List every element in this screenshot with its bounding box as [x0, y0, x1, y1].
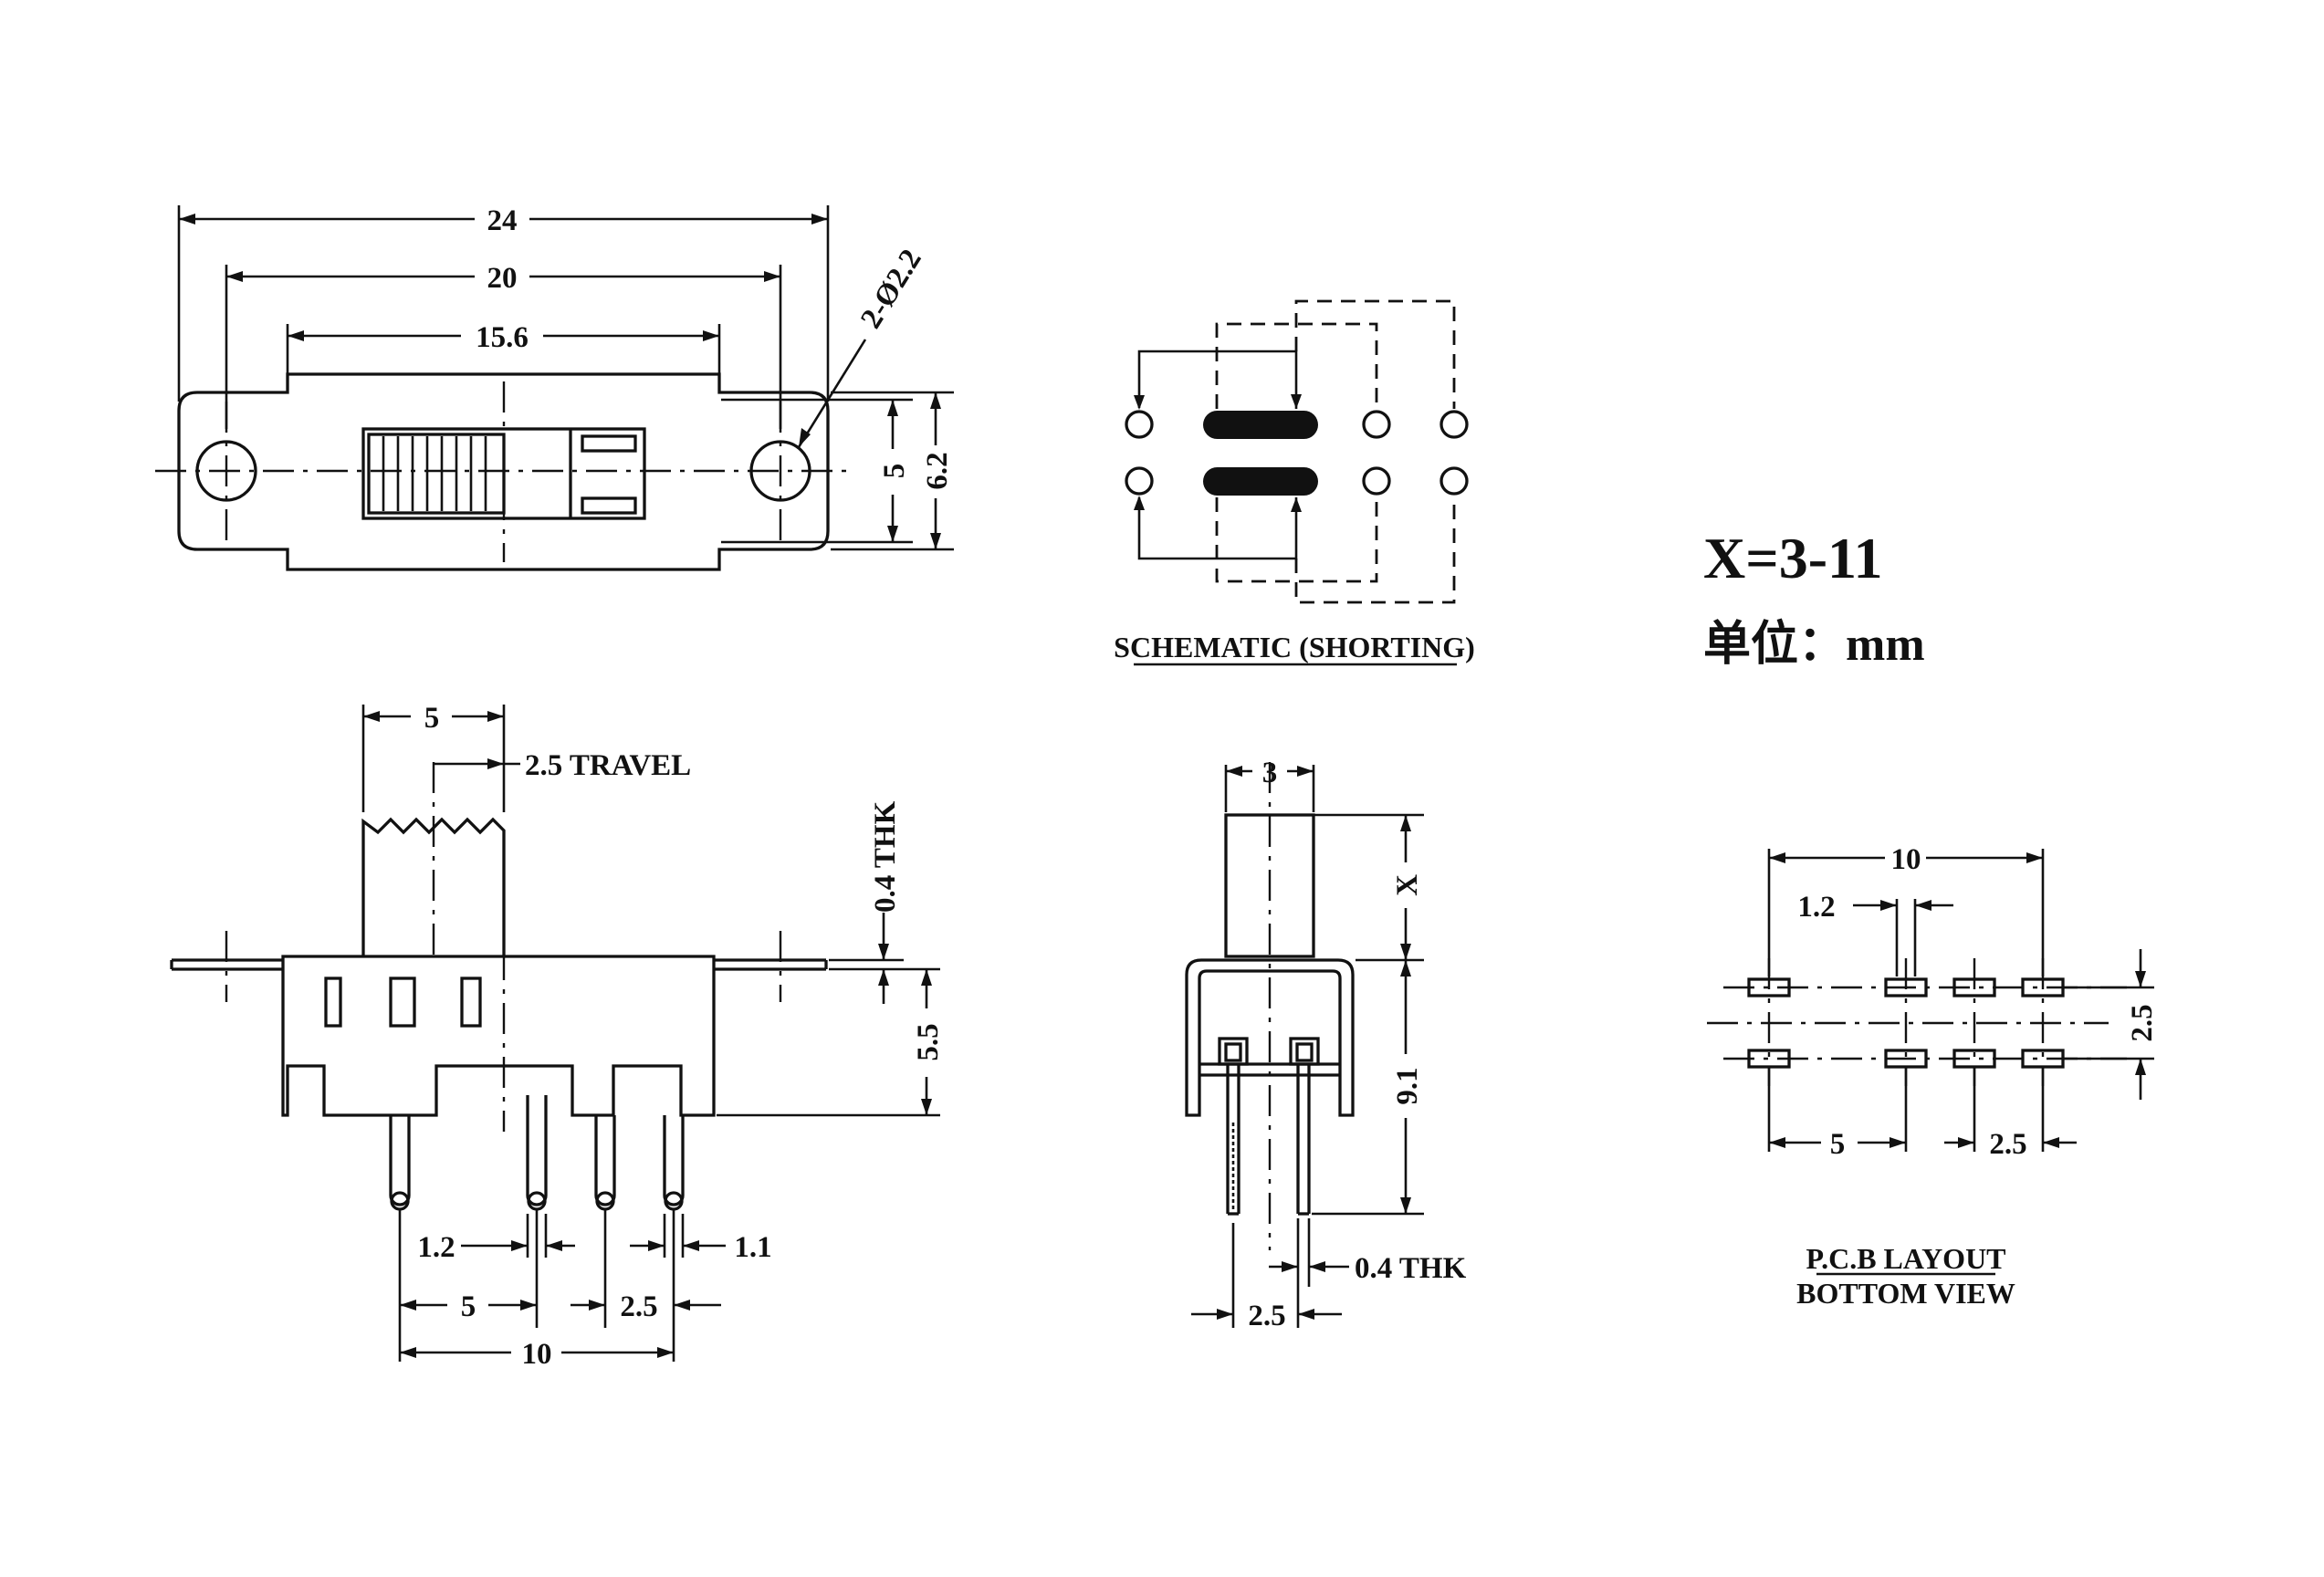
- terminal: [1439, 410, 1469, 439]
- dim-pin-thickness: 0.4 THK: [1355, 1252, 1467, 1285]
- dim-pitch-5: 5: [461, 1290, 476, 1323]
- actuator: [361, 817, 506, 956]
- actuator-height-spec: X=3-11: [1703, 526, 1882, 590]
- unit-label: 单位：mm: [1703, 618, 1925, 671]
- pcb-dim-pitch-2-5: 2.5: [1989, 1128, 2026, 1161]
- dim-hole-callout: 2-Ø2.2: [854, 244, 928, 334]
- dim-actuator-width: 5: [424, 702, 440, 735]
- dim-total-pitch: 10: [522, 1338, 552, 1371]
- schematic-title: SCHEMATIC (SHORTING): [1114, 631, 1475, 663]
- slider-knob: [367, 433, 506, 515]
- terminal: [1125, 410, 1154, 439]
- dim-frame-thickness: 0.4 THK: [869, 800, 902, 913]
- pad: [1884, 1049, 1928, 1069]
- pins: [389, 1095, 685, 1211]
- dim-body-height: 9.1: [1391, 1067, 1424, 1104]
- pcb-dim-total: 10: [1891, 843, 1921, 876]
- contact-bar-bottom: [1203, 467, 1318, 496]
- slider-window: [361, 427, 646, 520]
- top-view: 24 20 15.6 2-Ø2.2 5 6.2: [155, 204, 954, 571]
- pcb-title: P.C.B LAYOUT: [1806, 1242, 2005, 1275]
- knob-grip-ridges: [382, 436, 487, 511]
- dim-hole-pitch: 20: [487, 262, 518, 295]
- pad: [1747, 977, 1791, 997]
- terminal: [1439, 466, 1469, 496]
- dim-row-pitch: 2.5: [1248, 1300, 1285, 1332]
- dim-knob-width: 3: [1262, 757, 1278, 789]
- schematic: SCHEMATIC (SHORTING): [1114, 299, 1475, 666]
- pad: [1952, 977, 1996, 997]
- knob: [1224, 813, 1315, 958]
- dim-pin-dia: 1.2: [417, 1231, 455, 1264]
- terminal: [1362, 466, 1391, 496]
- side-view: 3 X 9.1 0.4 THK 2.5: [1185, 757, 1467, 1332]
- dim-body-width: 5: [878, 464, 911, 479]
- pcb-subtitle: BOTTOM VIEW: [1796, 1277, 2015, 1310]
- top-view-outline: [177, 372, 830, 571]
- pcb-dim-row-pitch: 2.5: [2126, 1004, 2159, 1041]
- dim-flange-width: 6.2: [921, 452, 954, 489]
- pcb-dim-pad: 1.2: [1797, 891, 1835, 924]
- metal-frame: [1185, 958, 1355, 1117]
- front-view: 5 2.5 TRAVEL 0.4 THK 5.5 1.2: [170, 702, 945, 1371]
- dim-body-length: 15.6: [476, 321, 529, 354]
- dim-pin-tip: 1.1: [734, 1231, 771, 1264]
- terminal: [1125, 466, 1154, 496]
- pcb-layout: 10 1.2 2.5 5 2.5 P.C.B LAYOUT B: [1707, 843, 2159, 1310]
- dim-knob-height: X: [1391, 874, 1424, 896]
- dim-body-height: 5.5: [912, 1023, 945, 1060]
- dim-travel: 2.5 TRAVEL: [525, 749, 691, 782]
- pad: [1747, 1049, 1791, 1069]
- contact-bar-top: [1203, 411, 1318, 439]
- dim-overall-length: 24: [487, 204, 518, 237]
- terminal: [1362, 410, 1391, 439]
- dim-pitch-2-5: 2.5: [620, 1290, 657, 1323]
- pcb-dim-pitch-5: 5: [1830, 1128, 1846, 1161]
- pad: [1884, 977, 1928, 997]
- pad: [1952, 1049, 1996, 1069]
- spec-block: X=3-11 单位：mm: [1703, 526, 1925, 671]
- switch-body: [281, 955, 716, 1117]
